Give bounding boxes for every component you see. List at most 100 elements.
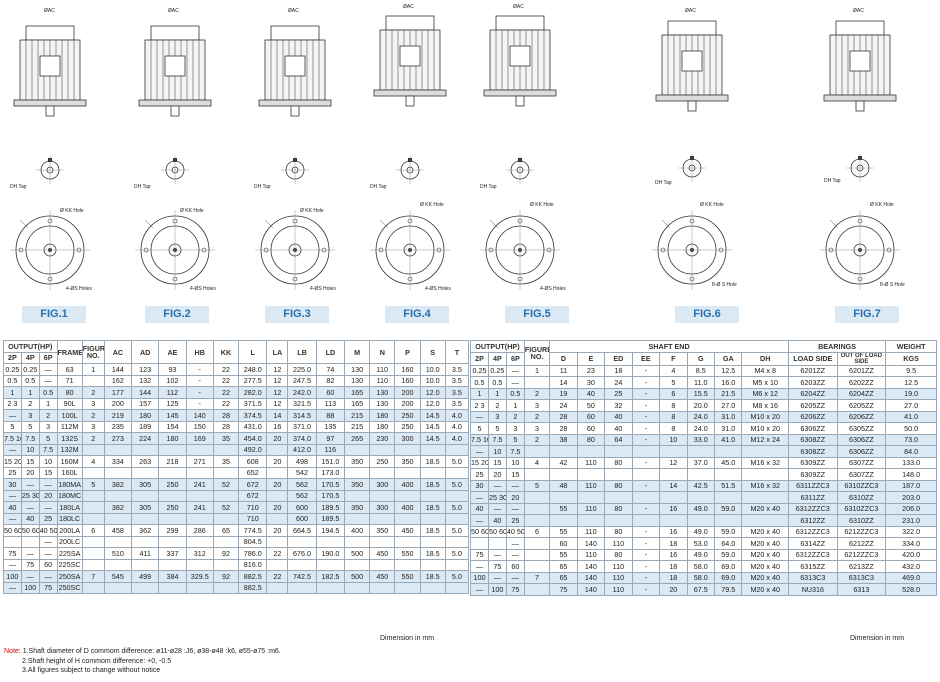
notes: Note: 1.Shaft diameter of D commom diffe…: [4, 647, 281, 676]
shaft-cell: 55: [549, 525, 578, 538]
shaft-cell: M10 x 20: [741, 422, 789, 435]
value-cell: 22: [212, 363, 240, 376]
value-cell: 177: [103, 386, 133, 399]
value-cell: [212, 512, 240, 525]
value-cell: [158, 558, 187, 571]
value-cell: 219: [103, 409, 133, 422]
motor-drawings: ØAC ØAC ØAC ØAC ØAC ØAC ØAC DH Tap DH Ta…: [9, 4, 905, 292]
shaft-cell: 40: [604, 410, 633, 423]
lbl-kk-1: Ø KK Hole: [60, 208, 84, 214]
value-cell: 411: [131, 547, 160, 560]
output-cell: 75: [20, 558, 40, 571]
output-cell: —: [487, 548, 507, 561]
value-cell: 52: [212, 501, 240, 514]
value-cell: [344, 512, 371, 525]
shaft-cell: 12.5: [714, 364, 743, 377]
shaft-cell: 19: [549, 387, 578, 400]
value-cell: 882.5: [238, 581, 268, 594]
col-ad: AD: [131, 340, 160, 364]
value-cell: 562: [287, 489, 317, 502]
output-cell: 100: [470, 571, 489, 584]
value-cell: [212, 558, 240, 571]
output-cell: 7.5: [38, 443, 58, 456]
value-cell: 5.0: [444, 501, 470, 514]
value-cell: 300: [394, 432, 421, 445]
output-cell: 0.5: [470, 376, 489, 389]
figure-cell: [81, 581, 105, 594]
output-cell: 5: [20, 420, 40, 433]
bearing-out-cell: 6310ZZC3: [836, 479, 887, 492]
lbl-ac-1: ØAC: [44, 8, 55, 14]
value-cell: 144: [131, 386, 160, 399]
output-cell: 2: [20, 397, 40, 410]
value-cell: -: [185, 363, 214, 376]
shaft-cell: 11.0: [686, 376, 716, 389]
bearing-out-cell: 6202ZZ: [836, 376, 887, 389]
shaft-cell: -: [631, 410, 661, 423]
frame-cell: 180LA: [56, 501, 83, 514]
value-cell: 271: [185, 455, 214, 468]
value-cell: [131, 489, 160, 502]
shaft-cell: 24: [604, 376, 633, 389]
value-cell: 189: [131, 420, 160, 433]
value-cell: [369, 443, 396, 456]
value-cell: [444, 489, 470, 502]
output-cell: 50 60: [3, 524, 22, 537]
output-cell: [487, 537, 507, 550]
value-cell: 742.5: [287, 570, 317, 583]
dimension-table: OUTPUT(HP) FRAME FIGURE NO. AC AD AE HB …: [3, 340, 470, 594]
value-cell: 400: [344, 524, 371, 537]
value-cell: 265: [344, 432, 371, 445]
value-cell: [369, 512, 396, 525]
value-cell: 3.5: [444, 386, 470, 399]
value-cell: 22: [266, 570, 289, 583]
value-cell: [158, 443, 187, 456]
figure-cell: [81, 443, 105, 456]
value-cell: [344, 581, 371, 594]
shaft-cell: 110: [576, 479, 606, 492]
shaft-cell: M4 x 8: [741, 364, 789, 377]
shaft-cell: 30: [576, 376, 606, 389]
bearing-load-cell: 6311ZZC3: [787, 479, 838, 492]
shaft-cell: M6 x 12: [741, 387, 789, 400]
fig-label-1: FIG.1: [22, 306, 86, 323]
col-figure: FIGURE NO.: [81, 340, 105, 364]
value-cell: 116: [315, 443, 346, 456]
output-cell: 5: [3, 420, 22, 433]
shaft-cell: 40: [604, 422, 633, 435]
value-cell: 710: [238, 501, 268, 514]
lbl-kk-5: Ø KK Hole: [530, 202, 554, 208]
shaft-cell: 20.0: [686, 399, 716, 412]
output-cell: —: [38, 547, 58, 560]
shaft-cell: 67.5: [686, 583, 716, 596]
value-cell: 162: [103, 374, 133, 387]
output-cell: 25: [38, 512, 58, 525]
shaft-cell: [741, 491, 789, 504]
weight-cell: 133.0: [885, 456, 937, 469]
bearing-load-cell: 6314ZZ: [787, 537, 838, 550]
shaft-cell: [659, 468, 688, 481]
shaft-cell: 49.0: [686, 502, 716, 515]
figure-cell: 2: [523, 433, 551, 446]
value-cell: -: [185, 397, 214, 410]
output-cell: 50 60: [20, 524, 40, 537]
col-2p-r: 2P: [470, 351, 489, 366]
value-cell: 608: [238, 455, 268, 468]
value-cell: 277.5: [238, 374, 268, 387]
output-cell: 2 3: [470, 399, 489, 412]
table-row: 7.5 107.55132S227322418016935454.020374.…: [3, 432, 470, 445]
weight-cell: 528.0: [885, 583, 937, 596]
shaft-cell: 5: [659, 376, 688, 389]
col-ed: ED: [604, 351, 633, 366]
value-cell: 14.5: [419, 420, 446, 433]
bearing-out-cell: 6205ZZ: [836, 399, 887, 412]
lbl-kk-3: Ø KK Hole: [300, 208, 324, 214]
